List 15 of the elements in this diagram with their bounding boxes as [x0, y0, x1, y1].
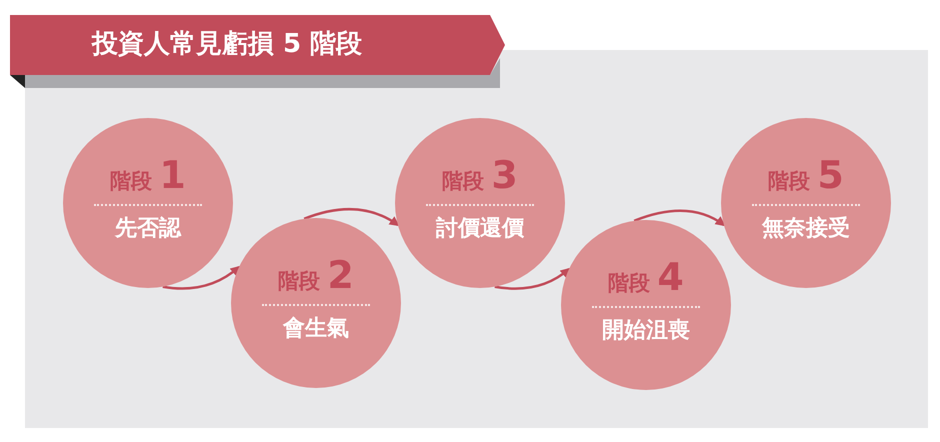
title-text: 投資人常見虧損 5 階段	[92, 28, 362, 61]
stage-heading: 階段 5	[768, 156, 844, 194]
stage-label: 會生氣	[283, 318, 349, 340]
stage-heading: 階段 2	[278, 256, 354, 294]
arrow	[162, 266, 240, 290]
stage-label: 討價還價	[436, 218, 524, 240]
arrow	[634, 210, 726, 226]
stage-heading: 階段 1	[110, 156, 186, 194]
stage-label: 開始沮喪	[602, 320, 690, 342]
stage-heading: 階段 3	[442, 156, 518, 194]
stage-heading: 階段 4	[608, 258, 684, 296]
stage-label: 無奈接受	[762, 218, 850, 240]
arrow	[494, 268, 571, 290]
stage-label: 先否認	[115, 218, 181, 240]
arrow	[304, 208, 400, 226]
